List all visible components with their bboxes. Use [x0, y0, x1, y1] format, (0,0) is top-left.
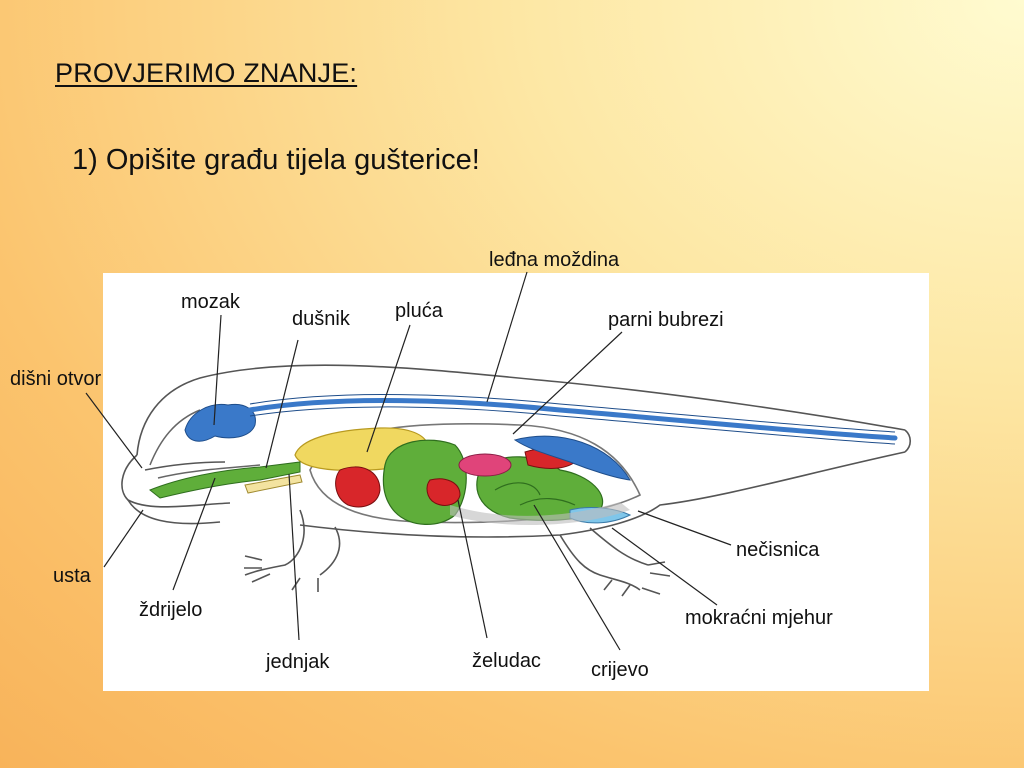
label-jednjak: jednjak — [266, 651, 330, 673]
label-dusnik: dušnik — [292, 308, 350, 330]
label-zdrijelo: ždrijelo — [139, 599, 203, 621]
label-usta: usta — [53, 565, 91, 587]
label-ledna-mozdina: leđna moždina — [489, 249, 620, 271]
label-necisnica: nečisnica — [736, 539, 820, 561]
label-crijevo: crijevo — [591, 659, 649, 681]
label-mozak: mozak — [181, 291, 240, 313]
slide-title: PROVJERIMO ZNANJE: — [55, 58, 358, 88]
label-mokracni-mjehur: mokraćni mjehur — [685, 607, 833, 629]
label-disni-otvor: dišni otvor — [10, 368, 102, 390]
label-pluca: pluća — [395, 300, 443, 322]
label-zeludac: želudac — [472, 650, 541, 672]
question-text: 1) Opišite građu tijela gušterice! — [72, 144, 480, 176]
label-parni-bubrezi: parni bubrezi — [608, 309, 724, 331]
